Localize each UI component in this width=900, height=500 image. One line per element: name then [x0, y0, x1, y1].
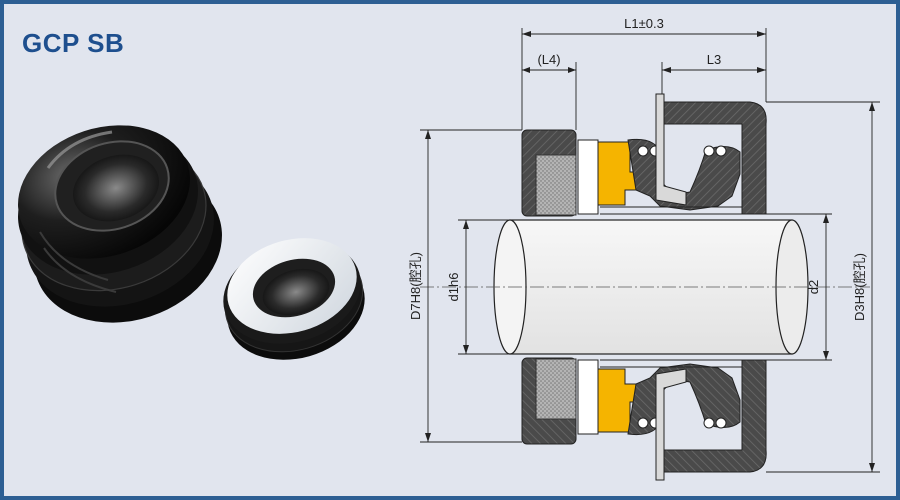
dim-label-l3: L3	[707, 52, 721, 67]
dim-label-l1: L1±0.3	[624, 16, 664, 31]
dim-label-d2: d2	[806, 280, 821, 294]
stationary-seat-lower	[521, 357, 577, 445]
dim-label-d7: D7H8(腔孔)	[408, 252, 423, 320]
dim-label-l4: (L4)	[537, 52, 560, 67]
carbon-ring-upper	[577, 139, 599, 215]
dimension-lines	[420, 28, 880, 473]
carbon-ring-lower	[577, 359, 599, 435]
stationary-seat-upper	[521, 129, 577, 217]
rubber-bellows-seal-icon	[18, 125, 222, 323]
housing-upper	[600, 93, 767, 215]
dim-label-d3: D3H8(腔孔)	[852, 253, 867, 321]
dim-label-d1: d1h6	[446, 273, 461, 302]
seal-cross-section: L1±0.3 (L4) L3 D7H8(腔孔) d1h6 d2 D3H8(腔孔)	[408, 16, 880, 481]
shaft	[420, 219, 870, 355]
product-title: GCP SB	[22, 28, 125, 58]
ceramic-seat-ring-icon	[223, 238, 365, 360]
housing-lower	[600, 359, 767, 481]
